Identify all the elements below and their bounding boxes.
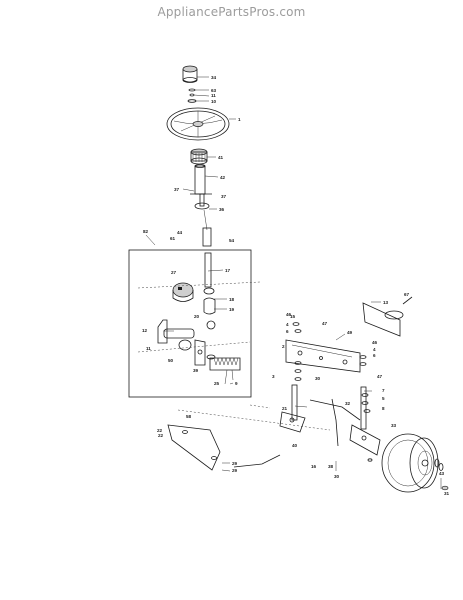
callout-25: 25 — [214, 381, 220, 386]
callout-12: 12 — [142, 328, 148, 333]
support-bracket — [167, 424, 221, 471]
callout-82: 82 — [143, 229, 149, 234]
callout-63: 63 — [211, 88, 217, 93]
callout-4-left: 4 — [286, 322, 289, 327]
steering-wheel-cap — [182, 65, 198, 83]
callout-33: 33 — [391, 423, 397, 428]
callout-39: 39 — [193, 368, 199, 373]
callout-16: 16 — [311, 464, 317, 469]
callout-29-upper: 29 — [232, 461, 238, 466]
callout-9: 9 — [235, 381, 238, 386]
callout-47-right: 47 — [377, 374, 383, 379]
callout-11: 11 — [211, 93, 216, 98]
wheel-hardware — [434, 458, 449, 491]
watermark: AppliancePartsPros.com — [157, 5, 306, 19]
callout-43: 43 — [439, 471, 445, 476]
tie-rod — [309, 398, 361, 447]
right-spindle — [349, 386, 381, 456]
callout-20: 20 — [194, 314, 200, 319]
cap-fasteners — [187, 88, 197, 103]
callout-13: 13 — [383, 300, 389, 305]
callout-36: 36 — [219, 207, 225, 212]
callout-2-left: 2 — [282, 344, 285, 349]
callout-1: 1 — [238, 117, 241, 122]
callout-32: 32 — [345, 401, 351, 406]
pinion-gear — [172, 282, 194, 302]
steering-shaft — [202, 227, 216, 330]
upper-steering-shaft — [190, 164, 212, 210]
callout-labels: 34 63 11 10 1 41 42 37 37 36 82 44 61 54… — [142, 75, 450, 496]
callout-19: 19 — [229, 307, 235, 312]
left-spindle — [279, 384, 306, 433]
callout-3: 3 — [272, 374, 275, 379]
callout-31: 31 — [444, 491, 450, 496]
callout-27: 27 — [171, 270, 177, 275]
front-axle — [285, 339, 361, 373]
callout-46-left: 46 — [286, 312, 292, 317]
callout-10: 10 — [211, 99, 217, 104]
callout-61: 61 — [170, 236, 176, 241]
callout-46-right: 46 — [372, 340, 378, 345]
callout-37-right: 37 — [221, 194, 227, 199]
callout-58: 58 — [186, 414, 192, 419]
sector-gear — [209, 357, 241, 385]
callout-8: 8 — [382, 406, 385, 411]
callout-29-lower: 29 — [232, 468, 238, 473]
axle-washers — [292, 322, 373, 462]
callout-5: 5 — [382, 396, 385, 401]
callout-44: 44 — [177, 230, 183, 235]
callout-37-left: 37 — [174, 187, 180, 192]
callout-41: 41 — [218, 155, 224, 160]
steering-adapter — [190, 148, 208, 165]
drag-link — [177, 404, 331, 468]
callout-38: 38 — [328, 464, 334, 469]
subassembly-box — [128, 249, 252, 398]
front-wheel — [381, 433, 439, 493]
callout-50: 50 — [168, 358, 174, 363]
callout-30-upper: 30 — [315, 376, 321, 381]
pivot-bracket — [157, 319, 216, 366]
leader-lines — [145, 76, 442, 489]
callout-7: 7 — [382, 388, 385, 393]
callout-17: 17 — [225, 268, 231, 273]
callout-54: 54 — [229, 238, 235, 243]
callout-47-left: 47 — [322, 321, 328, 326]
callout-6-right: 6 — [373, 353, 376, 358]
callout-34: 34 — [211, 75, 217, 80]
callout-22-lower: 22 — [158, 433, 164, 438]
callout-67: 67 — [404, 292, 410, 297]
callout-11-lower: 11 — [146, 346, 151, 351]
callout-30-lower: 30 — [334, 474, 340, 479]
callout-6-left: 6 — [286, 329, 289, 334]
callout-21: 21 — [282, 406, 288, 411]
steering-wheel — [166, 107, 230, 141]
callout-49: 49 — [347, 330, 353, 335]
callout-18: 18 — [229, 297, 235, 302]
callout-4-right: 4 — [373, 347, 376, 352]
callout-40: 40 — [292, 443, 298, 448]
axle-pivot-bracket — [362, 296, 413, 337]
callout-22-upper: 22 — [157, 428, 163, 433]
callout-15: 15 — [290, 314, 296, 319]
callout-42: 42 — [220, 175, 226, 180]
